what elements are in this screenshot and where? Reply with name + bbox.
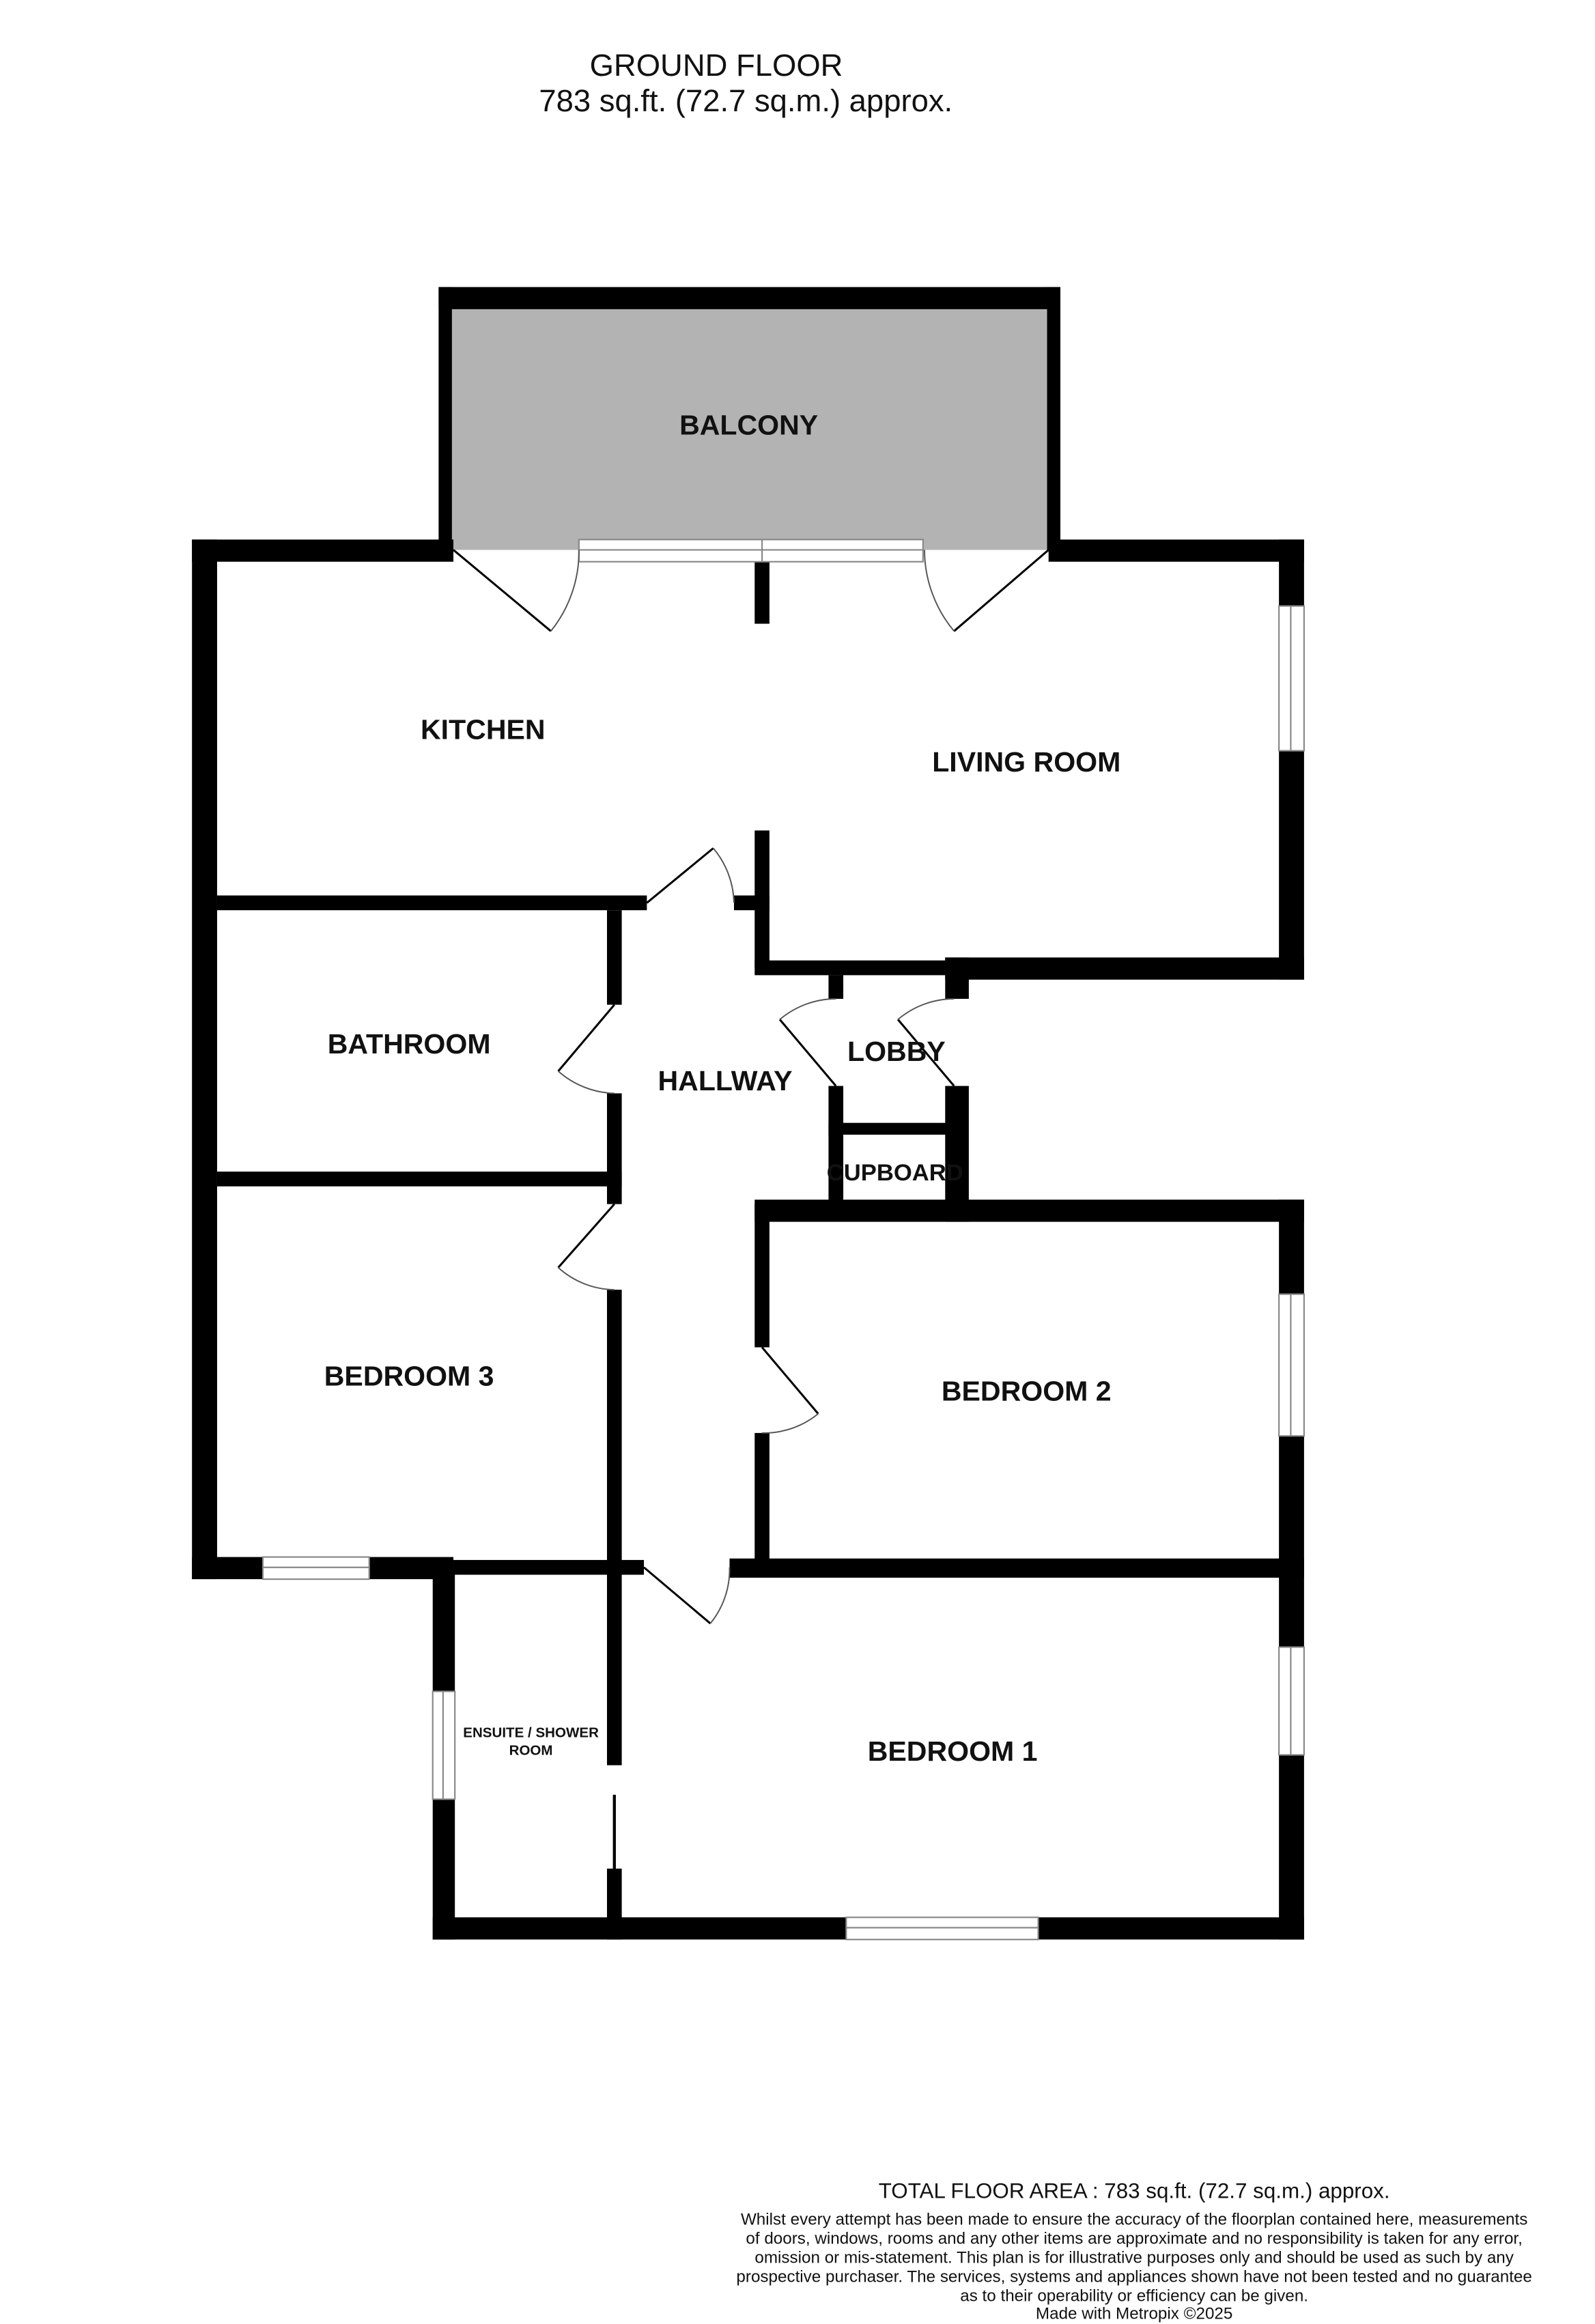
credit: Made with Metropix ©2025 <box>1036 2305 1232 2323</box>
total-floor-area: TOTAL FLOOR AREA : 783 sq.ft. (72.7 sq.m… <box>879 2179 1390 2202</box>
disclaimer-line: as to their operability or efficiency ca… <box>960 2287 1308 2306</box>
room-label-ensuite: ENSUITE / SHOWER ROOM <box>463 1725 599 1759</box>
room-label-hallway: HALLWAY <box>658 1065 792 1096</box>
disclaimer-line: prospective purchaser. The services, sys… <box>736 2268 1532 2286</box>
room-label-living-room: LIVING ROOM <box>932 746 1120 778</box>
disclaimer-line: of doors, windows, rooms and any other i… <box>746 2229 1523 2248</box>
balcony <box>438 287 1061 550</box>
room-label-balcony: BALCONY <box>679 410 818 441</box>
room-label-bedroom2: BEDROOM 2 <box>942 1375 1112 1406</box>
bedroom3-window <box>262 1556 370 1581</box>
kitchen-door <box>646 847 735 904</box>
disclaimer-line: omission or mis-statement. This plan is … <box>754 2248 1514 2267</box>
room-label-cupboard: CUPBOARD <box>827 1160 963 1186</box>
room-label-bathroom: BATHROOM <box>328 1028 491 1060</box>
room-label-bedroom1: BEDROOM 1 <box>868 1735 1038 1767</box>
walls <box>192 539 1304 1940</box>
bedroom1-side-window <box>1278 1646 1305 1756</box>
bedroom1-door <box>643 1566 731 1625</box>
bathroom-door <box>557 1004 615 1094</box>
room-label-lobby: LOBBY <box>847 1036 946 1067</box>
living-room-window <box>1278 605 1305 752</box>
ensuite-window <box>432 1690 456 1800</box>
windows <box>262 539 1305 1940</box>
bedroom3-door <box>557 1203 615 1291</box>
lobby-door-right <box>897 998 955 1087</box>
balcony-sliding-door <box>578 539 924 563</box>
living-balcony-door <box>924 549 1049 632</box>
kitchen-balcony-door <box>453 549 580 632</box>
doors <box>453 549 1049 1625</box>
bedroom2-window <box>1278 1293 1305 1437</box>
floor-title: GROUND FLOOR <box>590 48 843 83</box>
room-label-bedroom3: BEDROOM 3 <box>324 1361 494 1392</box>
disclaimer-line: Whilst every attempt has been made to en… <box>741 2210 1527 2228</box>
bedroom2-door <box>761 1346 819 1434</box>
floor-area: 783 sq.ft. (72.7 sq.m.) approx. <box>539 83 952 118</box>
bedroom1-bottom-window <box>845 1916 1039 1940</box>
lobby-door-left <box>778 998 837 1087</box>
room-label-kitchen: KITCHEN <box>421 713 546 745</box>
